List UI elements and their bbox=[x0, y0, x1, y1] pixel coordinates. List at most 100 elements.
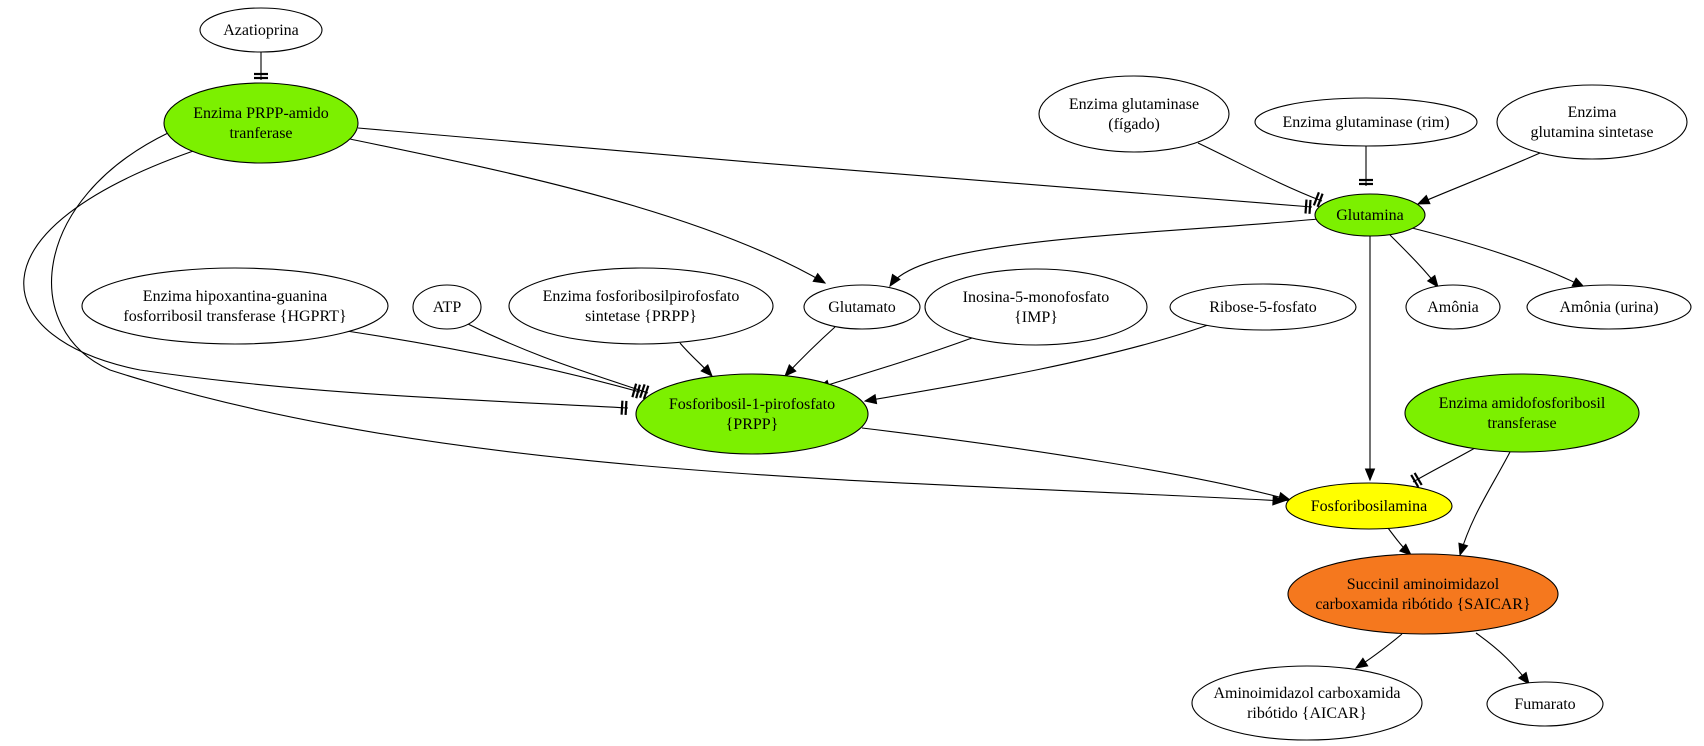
edge-glutaminase_rim-to-glutamina bbox=[1359, 146, 1373, 186]
node-label: Enzima fosforibosilpirofosfato bbox=[543, 288, 740, 305]
node-label: Enzima bbox=[1568, 104, 1617, 121]
inhibition-bar-icon bbox=[642, 385, 650, 400]
edge-glutaminase_figado-to-glutamina bbox=[1197, 142, 1324, 208]
edge-line bbox=[357, 127, 1313, 208]
node-label: Enzima glutaminase bbox=[1069, 96, 1199, 113]
edge-saicar-to-fumarato bbox=[1475, 632, 1530, 686]
node-ellipse bbox=[508, 267, 774, 345]
node-label: Enzima hipoxantina-guanina bbox=[143, 288, 327, 305]
inhibition-bar-icon bbox=[631, 383, 638, 398]
edge-line bbox=[51, 132, 1285, 502]
inhibition-bar-icon bbox=[1308, 199, 1312, 214]
inhibition-bar-icon bbox=[620, 400, 624, 415]
node-label: {PRPP} bbox=[726, 416, 779, 433]
node-ellipse bbox=[803, 284, 921, 330]
node-glutamato: Glutamato bbox=[803, 284, 921, 330]
edge-line bbox=[1417, 152, 1541, 205]
inhibition-bar-icon bbox=[1316, 193, 1324, 208]
node-label: Fumarato bbox=[1514, 696, 1575, 713]
node-ellipse bbox=[1169, 283, 1357, 331]
node-ellipse bbox=[1526, 284, 1692, 330]
edge-prpp-to-fosforibosilamina bbox=[861, 427, 1292, 502]
node-amonia-urina: Amônia (urina) bbox=[1526, 284, 1692, 330]
inhibition-bar-icon bbox=[1410, 474, 1420, 488]
edge-prpp_sintetase-to-prpp bbox=[679, 342, 713, 377]
node-label: Enzima PRPP-amido bbox=[193, 105, 329, 122]
arrowhead-icon bbox=[1364, 468, 1376, 482]
node-label: Glutamato bbox=[828, 299, 896, 316]
node-label: tranferase bbox=[229, 125, 292, 142]
node-ellipse bbox=[1191, 665, 1423, 741]
edge-line bbox=[861, 427, 1291, 501]
node-label: Enzima glutaminase (rim) bbox=[1282, 114, 1449, 131]
node-prpp-sintetase: Enzima fosforibosilpirofosfatosintetase … bbox=[508, 267, 774, 345]
edge-line bbox=[889, 218, 1319, 287]
node-label: Amônia (urina) bbox=[1559, 299, 1658, 316]
edge-line bbox=[344, 137, 826, 284]
node-ellipse bbox=[635, 373, 869, 455]
arrowhead-icon bbox=[1277, 491, 1292, 502]
edge-line bbox=[817, 337, 973, 389]
inhibition-bar-icon bbox=[635, 384, 641, 399]
node-label: glutamina sintetase bbox=[1530, 124, 1653, 141]
edge-glutamina-to-amonia_urina bbox=[1411, 227, 1586, 288]
arrowhead-icon bbox=[889, 273, 901, 288]
node-prpp-amido: Enzima PRPP-amido tranferase bbox=[163, 82, 359, 164]
edge-line bbox=[1197, 142, 1323, 202]
arrowhead-icon bbox=[1426, 274, 1439, 289]
edge-ribose-to-prpp bbox=[863, 324, 1209, 405]
inhibition-bar-icon bbox=[1312, 191, 1320, 206]
arrowhead-icon bbox=[812, 272, 827, 284]
node-label: Amônia bbox=[1427, 299, 1479, 316]
node-label: Fosforibosil-1-pirofosfato bbox=[669, 396, 835, 413]
edge-amidofosforibosil-to-saicar bbox=[1458, 451, 1511, 557]
inhibition-bar-icon bbox=[1304, 199, 1308, 214]
node-glutaminase-figado: Enzima glutaminase (fígado) bbox=[1038, 75, 1230, 153]
edge-line bbox=[1411, 227, 1585, 288]
edge-glutamina_sintetase-to-glutamina bbox=[1416, 152, 1541, 205]
node-label: Inosina-5-monofosfato bbox=[963, 289, 1110, 306]
inhibition-bar-icon bbox=[624, 400, 628, 415]
node-ellipse bbox=[1038, 75, 1230, 153]
node-ellipse bbox=[412, 284, 482, 330]
node-ellipse bbox=[199, 7, 323, 53]
edge-azatioprina-to-prpp_amido bbox=[254, 52, 268, 80]
edge-line bbox=[864, 324, 1209, 402]
node-prpp: Fosforibosil-1-pirofosfato {PRPP} bbox=[635, 373, 869, 455]
node-ellipse bbox=[1287, 553, 1559, 635]
arrowhead-icon bbox=[1458, 542, 1469, 557]
node-label: Glutamina bbox=[1336, 207, 1404, 224]
edge-glutamina-to-fosforibosilamina bbox=[1364, 236, 1376, 482]
edge-glutamina-to-glutamato bbox=[889, 218, 1319, 288]
node-ellipse bbox=[1404, 373, 1640, 453]
node-fumarato: Fumarato bbox=[1486, 681, 1604, 727]
edge-line bbox=[23, 147, 629, 409]
edge-fosforibosilamina-to-saicar bbox=[1387, 527, 1412, 556]
edge-line bbox=[1459, 451, 1511, 556]
edge-imp-to-prpp bbox=[816, 337, 973, 390]
edge-prpp_amido-to-glutamato bbox=[344, 137, 827, 284]
node-ellipse bbox=[1486, 681, 1604, 727]
edge-prpp_amido-to-prpp bbox=[23, 147, 629, 415]
node-label: (fígado) bbox=[1108, 116, 1160, 133]
edge-atp-to-prpp bbox=[467, 323, 650, 400]
node-azatioprina: Azatioprina bbox=[199, 7, 323, 53]
edge-saicar-to-aicar bbox=[1354, 633, 1403, 669]
node-glutamina: Glutamina bbox=[1314, 193, 1426, 237]
edge-line bbox=[1412, 447, 1476, 483]
inhibition-bar-icon bbox=[1413, 472, 1423, 486]
node-ellipse bbox=[924, 268, 1148, 346]
edges-layer bbox=[23, 52, 1586, 686]
node-ellipse bbox=[1285, 482, 1453, 530]
arrowhead-icon bbox=[1517, 671, 1530, 686]
node-ellipse bbox=[1405, 284, 1501, 330]
node-fosforibosilamina: Fosforibosilamina bbox=[1285, 482, 1453, 530]
node-ellipse bbox=[1314, 193, 1426, 237]
node-label: carboxamida ribótido {SAICAR} bbox=[1315, 596, 1530, 613]
arrowhead-icon bbox=[1398, 543, 1412, 556]
node-label: ribótido {AICAR} bbox=[1247, 705, 1367, 722]
